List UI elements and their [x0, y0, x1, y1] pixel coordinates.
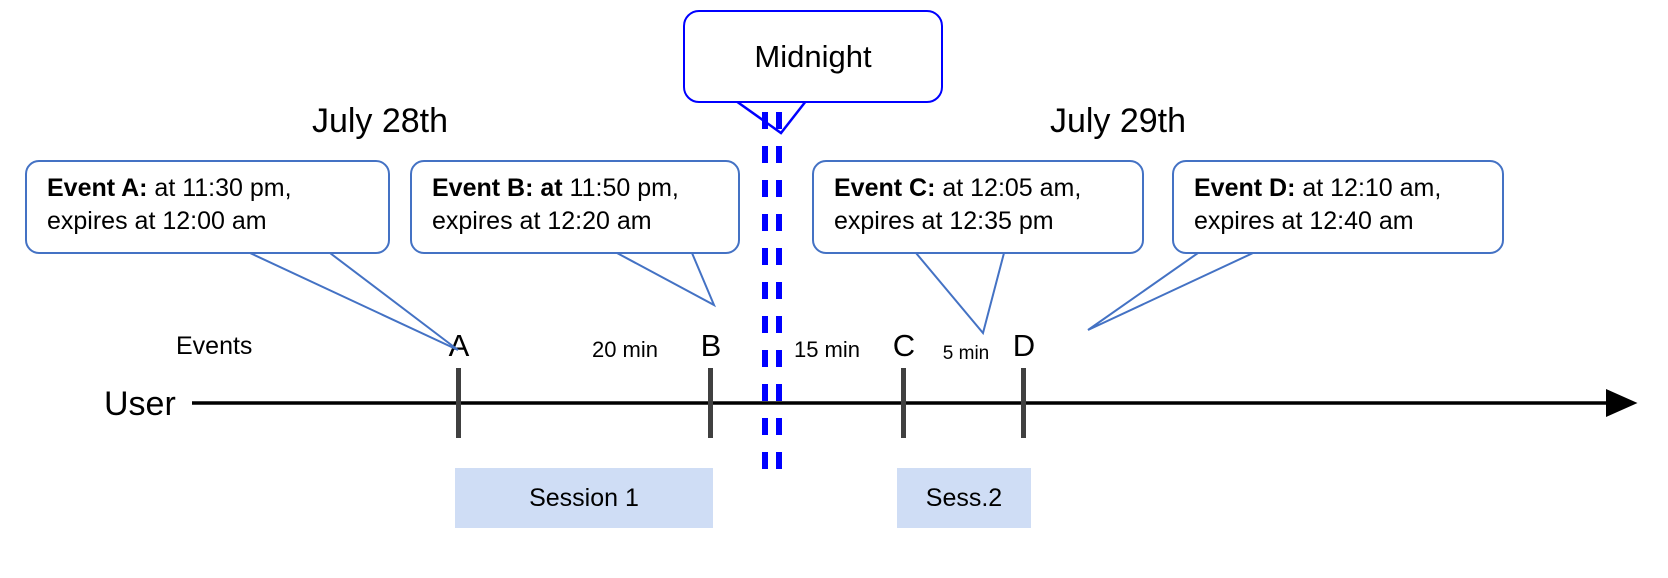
event-callout-d-line1-rest: at 12:10 am,: [1295, 174, 1442, 202]
event-callout-a-line1-rest: at 11:30 pm,: [147, 174, 292, 202]
event-callout-b-line1: Event B: at 11:50 pm,: [432, 172, 722, 205]
session-box-2-label: Sess.2: [925, 483, 1003, 512]
event-letter-b: B: [700, 328, 722, 363]
row-label-user: User: [104, 385, 176, 423]
event-tick-d: [1021, 368, 1026, 438]
event-letter-c: C: [892, 328, 916, 363]
event-callout-b: Event B: at 11:50 pm, expires at 12:20 a…: [410, 160, 740, 254]
callout-a-tail: [249, 252, 459, 351]
event-callout-d: Event D: at 12:10 am, expires at 12:40 a…: [1172, 160, 1504, 254]
event-letter-a: A: [448, 328, 470, 363]
event-tick-a: [456, 368, 461, 438]
event-callout-a: Event A: at 11:30 pm, expires at 12:00 a…: [25, 160, 390, 254]
date-header-july-28: July 28th: [311, 102, 449, 140]
interval-label-15-min: 15 min: [793, 337, 861, 362]
midnight-callout-tail: [735, 99, 807, 135]
event-callout-a-prefix: Event A:: [47, 174, 148, 202]
event-callout-b-line2: expires at 12:20 am: [432, 207, 652, 235]
event-callout-a-line1: Event A: at 11:30 pm,: [47, 172, 372, 205]
row-label-events: Events: [176, 332, 253, 360]
event-callout-d-prefix: Event D:: [1194, 174, 1296, 202]
event-tick-c: [901, 368, 906, 438]
event-callout-b-line1-rest: 11:50 pm,: [562, 174, 679, 202]
session-box-1-label: Session 1: [529, 483, 639, 512]
event-callout-b-prefix: Event B: at: [432, 174, 563, 202]
event-callout-c-line1-rest: at 12:05 am,: [935, 174, 1082, 202]
event-callout-a-line2: expires at 12:00 am: [47, 207, 267, 235]
event-letter-d: D: [1012, 328, 1036, 363]
event-callout-c-line1: Event C: at 12:05 am,: [834, 172, 1126, 205]
session-box-2: Sess.2: [897, 468, 1031, 528]
event-callout-d-line1: Event D: at 12:10 am,: [1194, 172, 1486, 205]
event-callout-d-line2: expires at 12:40 am: [1194, 207, 1414, 235]
session-box-1: Session 1: [455, 468, 713, 528]
event-callout-c-prefix: Event C:: [834, 174, 936, 202]
event-callout-c: Event C: at 12:05 am, expires at 12:35 p…: [812, 160, 1144, 254]
date-header-july-29: July 29th: [1049, 102, 1187, 140]
interval-label-20-min: 20 min: [591, 337, 659, 362]
callout-b-tail: [616, 252, 717, 308]
callout-c-tail: [915, 252, 1005, 336]
midnight-callout: Midnight: [683, 10, 943, 103]
event-callout-c-line2: expires at 12:35 pm: [834, 207, 1054, 235]
interval-label-5-min: 5 min: [942, 343, 990, 364]
callout-d-tail: [1087, 252, 1254, 331]
midnight-label: Midnight: [754, 38, 872, 74]
event-tick-b: [708, 368, 713, 438]
